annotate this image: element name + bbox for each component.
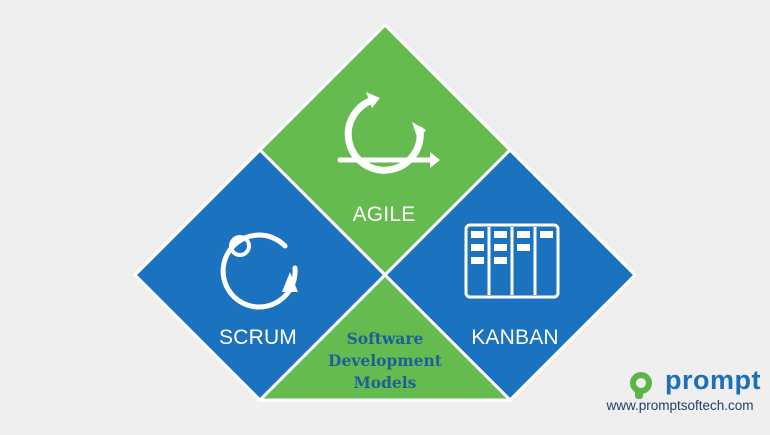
center-title-line-1: Software — [346, 329, 424, 348]
center-title-line-3: Models — [353, 373, 417, 392]
prompt-logo-icon — [630, 372, 652, 399]
kanban-label: KANBAN — [471, 326, 559, 349]
agile-cycle-icon — [337, 92, 440, 174]
agile-label: AGILE — [352, 203, 416, 226]
brand-name: prompt — [665, 365, 761, 395]
kanban-board-icon — [464, 223, 560, 299]
brand-url[interactable]: www.promptsoftech.com — [606, 398, 754, 413]
center-title: Software Development Models — [309, 328, 461, 394]
scrum-cycle-icon — [220, 232, 298, 310]
scrum-label: SCRUM — [219, 326, 297, 349]
center-title-line-2: Development — [328, 351, 442, 370]
center-triangle — [256, 272, 514, 402]
